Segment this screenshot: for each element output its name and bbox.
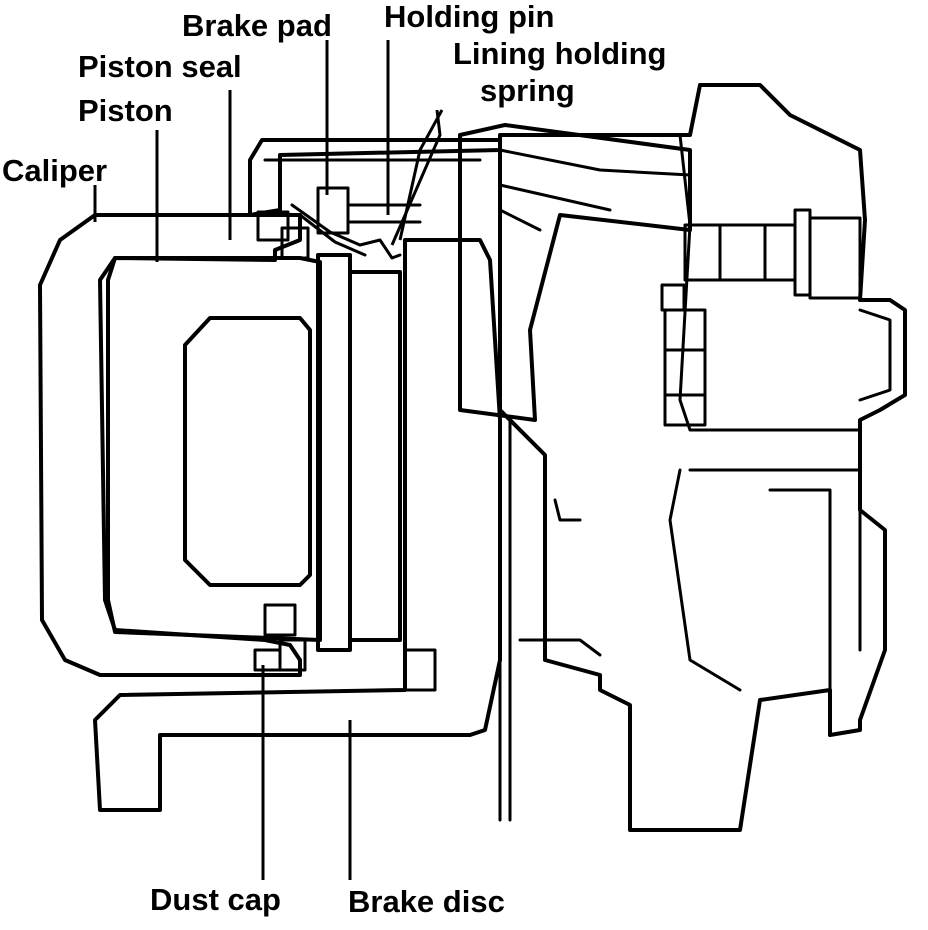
brake-disc xyxy=(93,238,512,822)
label-piston-seal: Piston seal xyxy=(78,49,242,84)
label-brake-pad: Brake pad xyxy=(182,8,332,43)
leader-spring-2 xyxy=(390,109,442,246)
dust-cap-seal xyxy=(253,603,307,672)
label-lining-holding-spring-1: Lining holding xyxy=(453,36,667,71)
leader-lines xyxy=(93,40,444,880)
label-brake-disc: Brake disc xyxy=(348,884,505,919)
label-piston: Piston xyxy=(78,93,173,128)
caliper-body xyxy=(38,213,302,677)
lining-holding-spring xyxy=(290,203,402,260)
piston-seal-top xyxy=(256,210,310,260)
label-lining-holding-spring-2: spring xyxy=(480,73,575,108)
label-dust-cap: Dust cap xyxy=(150,882,281,917)
piston xyxy=(106,256,322,642)
label-holding-pin: Holding pin xyxy=(384,0,554,34)
brake-pad xyxy=(316,253,402,652)
label-caliper: Caliper xyxy=(2,153,107,188)
mounting-bracket xyxy=(498,83,907,832)
holding-pin xyxy=(316,186,422,235)
